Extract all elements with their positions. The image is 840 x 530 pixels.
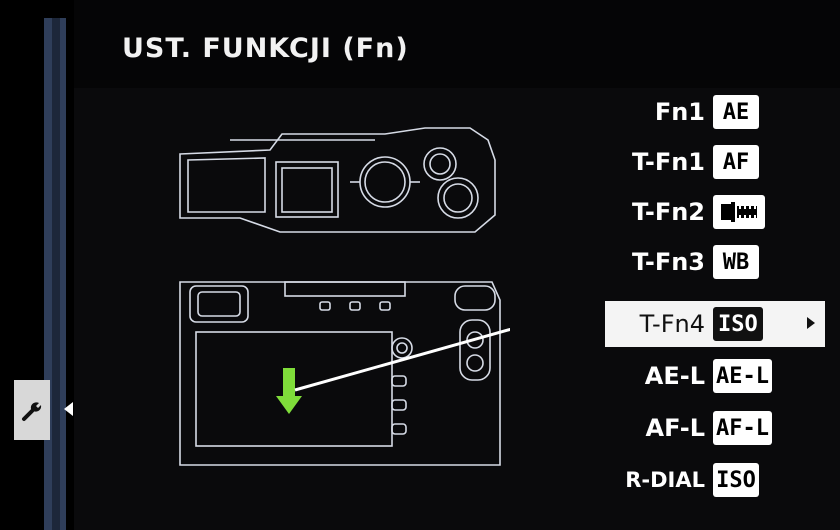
menu-item-t-fn3[interactable]: T-Fn3 WB <box>605 240 821 284</box>
menu-item-label: R-DIAL <box>625 468 705 492</box>
menu-item-label: T-Fn4 <box>639 310 705 338</box>
menu-item-label: T-Fn3 <box>632 248 705 276</box>
menu-item-r-dial[interactable]: R-DIAL ISO <box>605 458 821 502</box>
page-title: UST. FUNKCJI (Fn) <box>122 33 409 64</box>
menu-item-label: Fn1 <box>654 98 705 126</box>
menu-item-label: AE-L <box>644 362 705 390</box>
iso-icon: ISO <box>713 463 759 497</box>
green-arrow-indicator <box>276 368 302 414</box>
camera-diagram <box>179 127 510 466</box>
camera-top-view <box>179 127 496 233</box>
menu-item-t-fn4[interactable]: T-Fn4 ISO <box>605 301 825 347</box>
camera-back-view <box>179 281 501 466</box>
pointer-line <box>294 327 510 392</box>
menu-item-t-fn2[interactable]: T-Fn2 <box>605 190 821 234</box>
af-lock-icon: AF-L <box>713 411 772 445</box>
left-rail-inner <box>52 18 60 530</box>
ae-lock-icon: AE-L <box>713 359 772 393</box>
tab-arrow-icon <box>64 402 73 416</box>
af-icon: AF <box>713 145 759 179</box>
film-simulation-icon <box>713 195 765 229</box>
ae-icon: AE <box>713 95 759 129</box>
header-band <box>74 0 840 88</box>
chevron-right-icon <box>807 317 815 329</box>
wrench-icon <box>22 402 42 421</box>
menu-item-ae-l[interactable]: AE-L AE-L <box>605 354 821 398</box>
menu-item-af-l[interactable]: AF-L AF-L <box>605 406 821 450</box>
wb-icon: WB <box>713 245 759 279</box>
menu-item-t-fn1[interactable]: T-Fn1 AF <box>605 140 821 184</box>
menu-item-label: AF-L <box>645 414 705 442</box>
setup-tab[interactable] <box>14 380 50 440</box>
iso-icon: ISO <box>713 307 763 341</box>
menu-item-fn1[interactable]: Fn1 AE <box>605 90 821 134</box>
menu-item-label: T-Fn2 <box>632 198 705 226</box>
menu-item-label: T-Fn1 <box>632 148 705 176</box>
